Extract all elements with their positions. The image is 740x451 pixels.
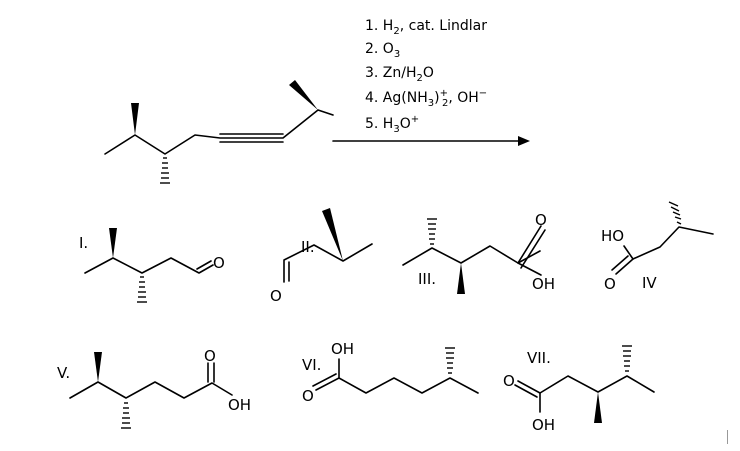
choice-III-hydroxyl: OH: [532, 275, 555, 293]
choice-III-label: III.: [418, 270, 436, 288]
choice-IV-hashed-methyl: [668, 201, 682, 225]
reagent-step-1: 1. H2, cat. Lindlar: [365, 18, 487, 37]
choice-VII-hydroxyl: OH: [532, 416, 555, 434]
choice-VI-hydroxyl: OH: [331, 340, 354, 358]
choice-VII-hashed-methyl: [622, 345, 632, 372]
reaction-arrow: [332, 136, 530, 146]
choice-II-oxygen: O: [270, 287, 282, 305]
choice-III-carbonyl-oxygen: O: [535, 211, 547, 229]
choice-VII-carbonyl-oxygen: O: [503, 372, 515, 390]
choice-VI-label: VI.: [302, 356, 321, 374]
choice-I-hashed-methyl: [137, 276, 147, 303]
choice-IV: HO O IV: [601, 201, 714, 293]
reagent-step-5: 5. H3O+: [365, 114, 419, 135]
choice-II-label: II.: [301, 238, 315, 256]
reagent-step-3: 3. Zn/H2O: [365, 65, 434, 84]
choice-I: I. O: [79, 228, 225, 303]
choice-IV-hydroxyl: HO: [601, 227, 624, 245]
choice-V-hashed-methyl: [121, 402, 131, 429]
choice-I-label: I.: [79, 234, 88, 252]
choice-VI-hashed-methyl: [445, 347, 455, 374]
choice-IV-carbonyl-oxygen: O: [604, 275, 616, 293]
choice-V-label: V.: [57, 364, 70, 382]
choice-V-carbonyl-oxygen: O: [204, 347, 216, 365]
reagent-step-4: 4. Ag(NH3)+2, OH−: [365, 88, 487, 109]
reagent-step-2: 2. O3: [365, 41, 400, 60]
choice-VI-carbonyl-oxygen: O: [302, 387, 314, 405]
choice-V: V. O OH: [57, 347, 251, 429]
choice-I-oxygen: O: [213, 254, 225, 272]
choice-VI: VI. OH O: [302, 340, 479, 405]
choice-IV-label: IV: [642, 274, 657, 292]
choice-III-hashed-methyl: [427, 218, 437, 245]
choice-II: II. O: [270, 208, 373, 305]
hashed-methyl-sm: [160, 157, 170, 184]
starting-material: [104, 80, 334, 184]
choice-VII-label: VII.: [527, 349, 551, 367]
edge-marker: [727, 430, 728, 444]
reagent-list: 1. H2, cat. Lindlar 2. O3 3. Zn/H2O 4. A…: [365, 18, 487, 135]
choice-VII: VII. O OH: [503, 345, 655, 434]
choice-V-hydroxyl: OH: [228, 396, 251, 414]
choice-III: III. O OH: [402, 211, 555, 294]
